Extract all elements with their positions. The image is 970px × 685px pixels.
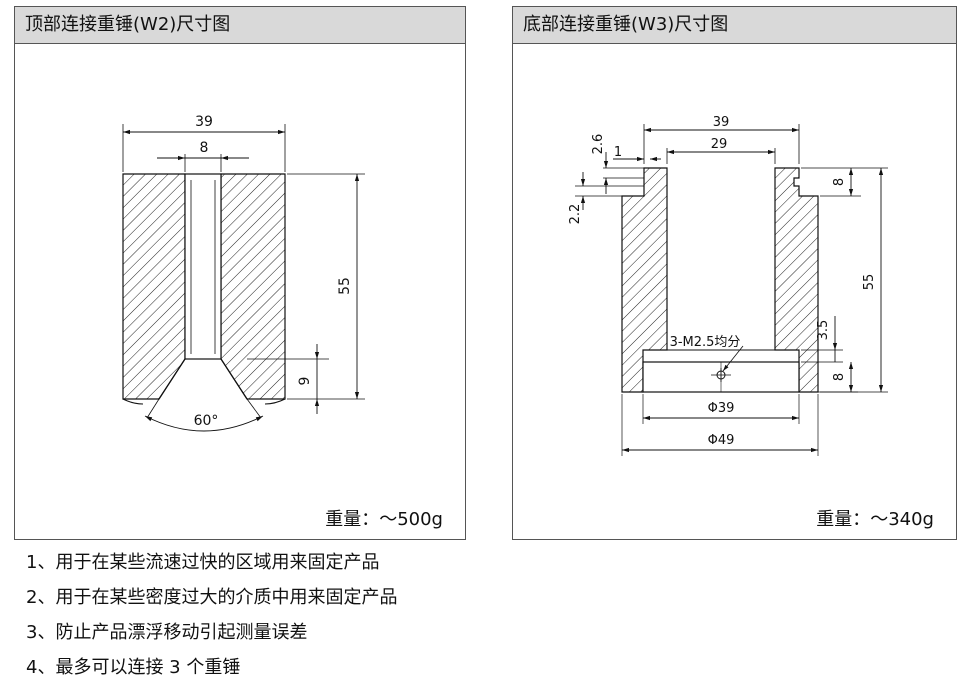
note-item: 3、防止产品漂浮移动引起测量误差 [26, 622, 308, 643]
notes-list: 1、用于在某些流速过快的区域用来固定产品 2、用于在某些密度过大的介质中用来固定… [26, 545, 397, 685]
w2-angle-label: 60° [194, 413, 219, 429]
note-item: 4、最多可以连接 3 个重锤 [26, 657, 241, 678]
w3-left-section [621, 167, 668, 393]
w3-step-height-label: 2.2 [568, 204, 583, 225]
w3-outer-top-label: 39 [713, 115, 730, 130]
w3-dia49-label: Φ49 [708, 433, 735, 448]
w2-left-section [122, 173, 186, 400]
w2-weight: 重量：～500g [325, 509, 443, 530]
w3-lip-width-label: 1 [614, 145, 622, 160]
w2-cone-height-label: 9 [297, 377, 313, 386]
w3-drawing-area: 3-M2.5均分 39 29 1 2.6 [513, 44, 956, 539]
note-item: 1、用于在某些流速过快的区域用来固定产品 [26, 552, 380, 573]
w3-thread-label: 3-M2.5均分 [670, 335, 741, 350]
w3-height-label: 55 [862, 274, 877, 291]
w3-drawing: 3-M2.5均分 39 29 1 2.6 [568, 115, 888, 456]
w2-panel: 顶部连接重锤(W2)尺寸图 3 [14, 6, 466, 540]
w2-right-section [220, 173, 286, 400]
w3-base-gap-label: 3.5 [816, 320, 831, 341]
w3-lip-height-label: 2.6 [591, 134, 606, 155]
w2-drawing-area: 39 8 55 9 60° 重量：～500g [15, 44, 465, 539]
w3-base-height-label: 8 [832, 373, 847, 381]
w2-height-label: 55 [337, 277, 353, 295]
w3-inner-label: 29 [711, 137, 728, 152]
w3-dia39-label: Φ39 [708, 401, 735, 416]
w3-weight: 重量：～340g [816, 509, 934, 530]
w2-drawing: 39 8 55 9 60° [122, 114, 365, 432]
w2-panel-title: 顶部连接重锤(W2)尺寸图 [15, 7, 465, 44]
w2-width-label: 39 [195, 114, 213, 130]
w3-panel-title: 底部连接重锤(W3)尺寸图 [513, 7, 956, 44]
w3-top-step-label: 8 [832, 178, 847, 186]
w2-bore [184, 173, 222, 360]
note-item: 2、用于在某些密度过大的介质中用来固定产品 [26, 587, 398, 608]
w3-right-section [774, 167, 819, 393]
w3-panel: 底部连接重锤(W3)尺寸图 [512, 6, 957, 540]
w2-hole-label: 8 [200, 140, 209, 156]
